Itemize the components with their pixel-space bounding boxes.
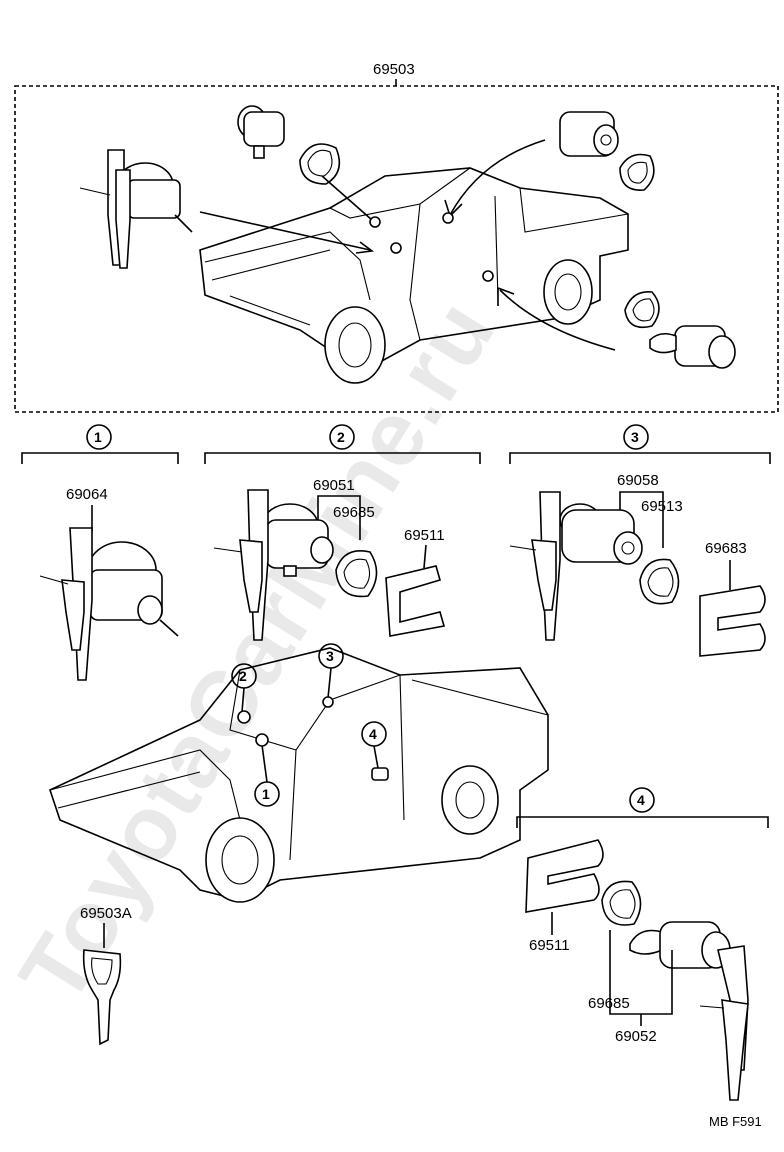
part-label: 69513: [641, 498, 683, 515]
part-label: 69683: [705, 540, 747, 557]
part-label: 69685: [588, 995, 630, 1012]
part-label: 69511: [529, 937, 570, 954]
footer-code: MB F591: [709, 1114, 762, 1129]
gasket-ring-icon: [335, 550, 378, 598]
ignition-lock-icon: [261, 503, 334, 577]
part-label: 69058: [617, 472, 659, 489]
gasket-ring-icon: [639, 558, 680, 605]
svg-text:2: 2: [239, 668, 247, 684]
svg-text:3: 3: [631, 429, 639, 445]
key-icon: [39, 527, 93, 681]
assembly-frame: [14, 85, 779, 413]
door-lock-cylinder-icon: [559, 503, 643, 565]
part-label: 69064: [66, 486, 108, 503]
retainer-clip-icon: [699, 585, 766, 657]
truck-callout-3: 3: [318, 643, 344, 699]
part-label: 69511: [404, 527, 445, 544]
svg-text:2: 2: [337, 429, 345, 445]
key-icon: [509, 491, 561, 641]
truck-callout-4: 4: [361, 721, 387, 769]
gasket-ring-icon: [619, 153, 655, 191]
key-icon: [699, 945, 749, 1101]
arrow: [199, 211, 371, 251]
gasket-ring-icon: [624, 291, 660, 329]
retainer-clip-icon: [385, 565, 446, 637]
key-blank-label: 69503A: [80, 905, 132, 922]
svg-text:4: 4: [369, 726, 377, 742]
section-2-header: 2: [204, 424, 481, 464]
svg-text:3: 3: [326, 648, 334, 664]
svg-text:1: 1: [94, 429, 102, 445]
door-lock-cylinder-icon: [629, 921, 731, 969]
truck-callout-1: 1: [254, 744, 280, 807]
pickup-truck-icon: [199, 167, 629, 384]
svg-text:4: 4: [637, 792, 645, 808]
door-lock-cylinder-icon: [559, 111, 619, 157]
part-label: 69052: [615, 1028, 657, 1045]
key-icon: [82, 949, 122, 1046]
retainer-clip-icon: [525, 839, 604, 913]
section-4-header: 4: [516, 787, 769, 828]
ignition-lock-icon: [87, 541, 179, 637]
gasket-ring-icon: [299, 143, 341, 185]
section-3-header: 3: [509, 424, 771, 464]
door-lock-cylinder-icon: [649, 325, 736, 369]
svg-text:1: 1: [262, 786, 270, 802]
part-label: 69051: [313, 477, 355, 494]
ignition-lock-icon: [79, 149, 193, 269]
gasket-ring-icon: [601, 880, 642, 926]
section-1-header: 1: [21, 424, 179, 464]
pickup-truck-icon: [49, 647, 549, 903]
part-label: 69685: [333, 504, 375, 521]
assembly-label: 69503: [373, 61, 415, 78]
door-lock-cylinder-icon: [237, 105, 285, 159]
key-icon: [213, 489, 269, 641]
truck-callout-2: 2: [231, 663, 257, 713]
